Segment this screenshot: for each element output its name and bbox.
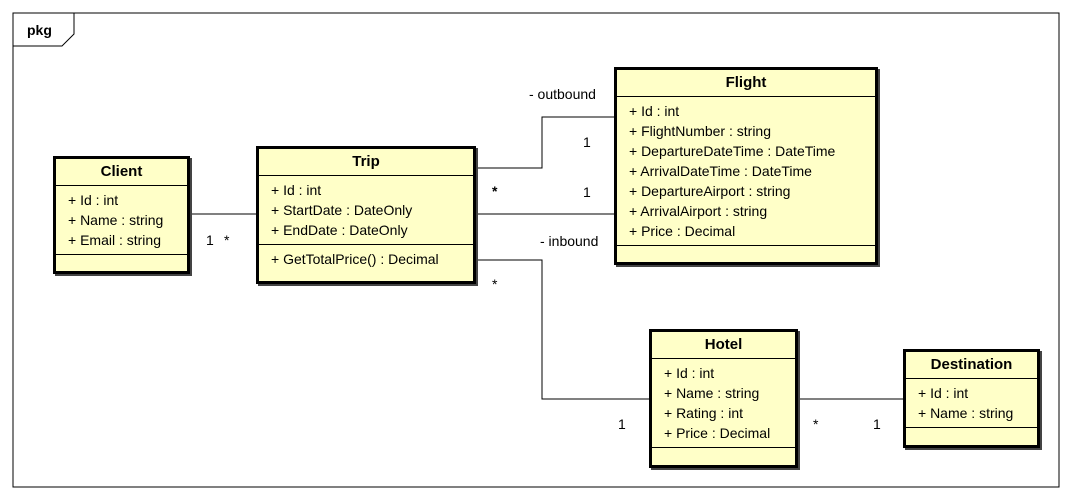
multiplicity-outbound-trip: * <box>492 183 498 199</box>
attribute: + EndDate : DateOnly <box>271 222 408 238</box>
operations-section <box>652 448 795 462</box>
attribute: + Id : int <box>918 385 969 401</box>
class-name: Trip <box>259 149 473 176</box>
attributes-section: + Id : int + FlightNumber : string + Dep… <box>617 97 875 246</box>
attribute: + ArrivalDateTime : DateTime <box>629 163 812 179</box>
attribute: + Price : Decimal <box>664 425 771 441</box>
class-name: Flight <box>617 70 875 97</box>
role-inbound: - inbound <box>540 233 599 249</box>
class-trip[interactable]: Trip + Id : int + StartDate : DateOnly +… <box>256 146 476 284</box>
attributes-section: + Id : int + Name : string + Rating : in… <box>652 359 795 448</box>
attribute: + DepartureDateTime : DateTime <box>629 143 836 159</box>
attribute: + ArrivalAirport : string <box>629 203 768 219</box>
operations-section: + GetTotalPrice() : Decimal <box>259 245 473 273</box>
multiplicity-client-trip-client: 1 <box>206 232 214 248</box>
multiplicity-hotel-destination-destination: 1 <box>873 416 881 432</box>
operations-section <box>617 246 875 260</box>
attribute: + Name : string <box>68 212 164 228</box>
attribute: + Id : int <box>664 365 715 381</box>
role-outbound: - outbound <box>529 86 596 102</box>
multiplicity-trip-hotel-trip: * <box>492 276 498 292</box>
association-trip-hotel[interactable] <box>476 259 650 400</box>
multiplicity-trip-hotel-hotel: 1 <box>618 416 626 432</box>
class-name: Hotel <box>652 332 795 359</box>
operation: + GetTotalPrice() : Decimal <box>271 251 439 267</box>
class-name: Destination <box>906 352 1037 379</box>
multiplicity-outbound-flight: 1 <box>583 134 591 150</box>
attribute: + Id : int <box>68 192 119 208</box>
multiplicity-inbound-flight: 1 <box>583 184 591 200</box>
package-label: pkg <box>27 22 52 38</box>
attributes-section: + Id : int + Name : string + Email : str… <box>56 186 187 255</box>
attribute: + Email : string <box>68 232 161 248</box>
attribute: + Rating : int <box>664 405 743 421</box>
attribute: + Name : string <box>664 385 760 401</box>
class-destination[interactable]: Destination + Id : int + Name : string <box>903 349 1040 448</box>
attributes-section: + Id : int + Name : string <box>906 379 1037 428</box>
multiplicity-hotel-destination-hotel: * <box>813 416 819 432</box>
operations-section <box>906 428 1037 442</box>
operations-section <box>56 255 187 269</box>
association-trip-flight-outbound[interactable] <box>476 116 615 169</box>
attribute: + Id : int <box>629 103 680 119</box>
attribute: + Name : string <box>918 405 1014 421</box>
attribute: + FlightNumber : string <box>629 123 771 139</box>
multiplicity-client-trip-trip: * <box>224 232 230 248</box>
package-frame <box>12 12 1060 488</box>
class-client[interactable]: Client + Id : int + Name : string + Emai… <box>53 156 190 274</box>
class-flight[interactable]: Flight + Id : int + FlightNumber : strin… <box>614 67 878 265</box>
attributes-section: + Id : int + StartDate : DateOnly + EndD… <box>259 176 473 245</box>
class-hotel[interactable]: Hotel + Id : int + Name : string + Ratin… <box>649 329 798 468</box>
attribute: + StartDate : DateOnly <box>271 202 413 218</box>
class-name: Client <box>56 159 187 186</box>
attribute: + Price : Decimal <box>629 223 736 239</box>
attribute: + DepartureAirport : string <box>629 183 791 199</box>
package-tab <box>13 13 75 47</box>
attribute: + Id : int <box>271 182 322 198</box>
